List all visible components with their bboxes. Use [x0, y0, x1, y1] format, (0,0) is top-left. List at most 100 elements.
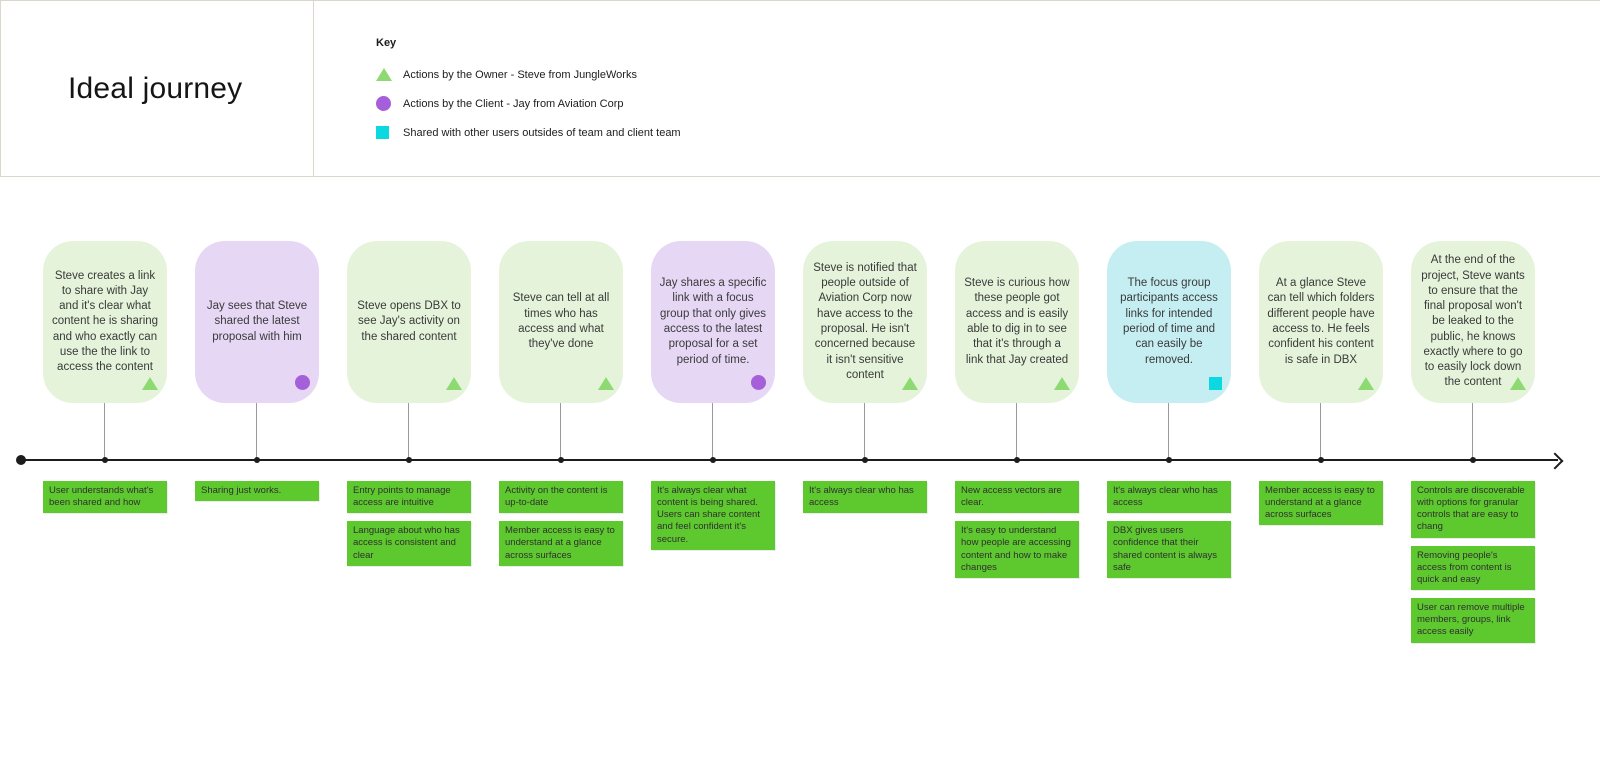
header: Ideal journey Key Actions by the Owner -…: [0, 0, 1600, 177]
sticky-note[interactable]: New access vectors are clear.: [955, 481, 1079, 514]
timeline-arrow[interactable]: [21, 459, 1558, 461]
circle-icon: [376, 96, 391, 111]
sticky-note[interactable]: It's always clear who has access: [1107, 481, 1231, 514]
circle-icon: [295, 375, 310, 390]
journey-card-text: Steve opens DBX to see Jay's activity on…: [357, 300, 461, 343]
frame-title-box: Ideal journey: [0, 1, 314, 177]
sticky-note[interactable]: It's always clear what content is being …: [651, 481, 775, 550]
sticky-notes: It's always clear who has access DBX giv…: [1107, 481, 1231, 578]
connector-line: [560, 403, 561, 460]
sticky-note[interactable]: Member access is easy to understand at a…: [499, 521, 623, 566]
journey-column: Steve can tell at all times who has acce…: [499, 0, 623, 760]
connector-line: [1168, 403, 1169, 460]
connector-line: [1472, 403, 1473, 460]
timeline-node-dot: [1470, 457, 1476, 463]
sticky-notes: Sharing just works.: [195, 481, 319, 502]
journey-card-text: Jay sees that Steve shared the latest pr…: [206, 300, 308, 343]
journey-card[interactable]: Steve is notified that people outside of…: [803, 241, 927, 403]
connector-line: [408, 403, 409, 460]
journey-card-text: Steve creates a link to share with Jay a…: [51, 269, 159, 374]
arrow-head-icon: [1546, 452, 1564, 470]
triangle-icon: [142, 377, 158, 390]
connector-line: [864, 403, 865, 460]
sticky-note[interactable]: DBX gives users confidence that their sh…: [1107, 521, 1231, 578]
page-title: Ideal journey: [68, 72, 243, 105]
journey-card[interactable]: Jay sees that Steve shared the latest pr…: [195, 241, 319, 403]
circle-icon: [751, 375, 766, 390]
sticky-note[interactable]: It's always clear who has access: [803, 481, 927, 514]
journey-card-text: Steve can tell at all times who has acce…: [512, 292, 610, 351]
legend-icon-box: [376, 126, 403, 139]
legend-item-label: Shared with other users outsides of team…: [403, 126, 681, 139]
sticky-notes: Member access is easy to understand at a…: [1259, 481, 1383, 526]
triangle-icon: [1358, 377, 1374, 390]
journey-card[interactable]: Steve can tell at all times who has acce…: [499, 241, 623, 403]
sticky-note[interactable]: User understands what's been shared and …: [43, 481, 167, 514]
sticky-note[interactable]: Sharing just works.: [195, 481, 319, 502]
sticky-notes: It's always clear who has access: [803, 481, 927, 514]
legend-list: Actions by the Owner - Steve from Jungle…: [376, 60, 681, 147]
journey-card-text: The focus group participants access link…: [1120, 277, 1218, 366]
journey-card-text: Steve is curious how these people got ac…: [964, 277, 1070, 366]
sticky-notes: Activity on the content is up-to-date Me…: [499, 481, 623, 566]
journey-card[interactable]: Steve is curious how these people got ac…: [955, 241, 1079, 403]
journey-card[interactable]: Jay shares a specific link with a focus …: [651, 241, 775, 403]
timeline-node-dot: [102, 457, 108, 463]
triangle-icon: [1510, 377, 1526, 390]
timeline-node-dot: [254, 457, 260, 463]
journey-card-text: Jay shares a specific link with a focus …: [659, 277, 767, 366]
triangle-icon: [446, 377, 462, 390]
journey-card[interactable]: At the end of the project, Steve wants t…: [1411, 241, 1535, 403]
sticky-notes: Entry points to manage access are intuit…: [347, 481, 471, 566]
timeline-node-dot: [1166, 457, 1172, 463]
square-icon: [376, 126, 389, 139]
journey-card[interactable]: The focus group participants access link…: [1107, 241, 1231, 403]
journey-card-text: Steve is notified that people outside of…: [813, 261, 917, 381]
sticky-note[interactable]: User can remove multiple members, groups…: [1411, 598, 1535, 643]
journey-card[interactable]: Steve opens DBX to see Jay's activity on…: [347, 241, 471, 403]
sticky-note[interactable]: Entry points to manage access are intuit…: [347, 481, 471, 514]
sticky-note[interactable]: Language about who has access is consist…: [347, 521, 471, 566]
journey-column: Steve is notified that people outside of…: [803, 0, 927, 760]
journey-column: Steve creates a link to share with Jay a…: [43, 0, 167, 760]
legend-icon-box: [376, 68, 403, 81]
legend-item-label: Actions by the Owner - Steve from Jungle…: [403, 68, 637, 81]
square-icon: [1209, 377, 1222, 390]
legend: Key Actions by the Owner - Steve from Ju…: [376, 37, 681, 147]
sticky-notes: It's always clear what content is being …: [651, 481, 775, 550]
sticky-note[interactable]: It's easy to understand how people are a…: [955, 521, 1079, 578]
legend-heading: Key: [376, 37, 397, 49]
journey-card[interactable]: At a glance Steve can tell which folders…: [1259, 241, 1383, 403]
legend-item-shared: Shared with other users outsides of team…: [376, 118, 681, 147]
timeline-node-dot: [558, 457, 564, 463]
journey-card-text: At the end of the project, Steve wants t…: [1421, 254, 1525, 389]
legend-item-client: Actions by the Client - Jay from Aviatio…: [376, 89, 681, 118]
connector-line: [1016, 403, 1017, 460]
journey-column: At the end of the project, Steve wants t…: [1411, 0, 1535, 760]
sticky-notes: User understands what's been shared and …: [43, 481, 167, 514]
connector-line: [712, 403, 713, 460]
sticky-note[interactable]: Controls are discoverable with options f…: [1411, 481, 1535, 538]
journey-column: Jay sees that Steve shared the latest pr…: [195, 0, 319, 760]
journey-column: At a glance Steve can tell which folders…: [1259, 0, 1383, 760]
triangle-icon: [598, 377, 614, 390]
sticky-note[interactable]: Removing people's access from content is…: [1411, 545, 1535, 591]
timeline-node-dot: [1318, 457, 1324, 463]
journey-card-text: At a glance Steve can tell which folders…: [1267, 277, 1375, 366]
connector-line: [256, 403, 257, 460]
journey-card[interactable]: Steve creates a link to share with Jay a…: [43, 241, 167, 403]
sticky-note[interactable]: Activity on the content is up-to-date: [499, 481, 623, 514]
connector-line: [1320, 403, 1321, 460]
sticky-notes: Controls are discoverable with options f…: [1411, 481, 1535, 643]
journey-column: The focus group participants access link…: [1107, 0, 1231, 760]
legend-item-label: Actions by the Client - Jay from Aviatio…: [403, 97, 624, 110]
timeline-node-dot: [862, 457, 868, 463]
timeline-node-dot: [406, 457, 412, 463]
legend-item-owner: Actions by the Owner - Steve from Jungle…: [376, 60, 681, 89]
journey-column: Steve is curious how these people got ac…: [955, 0, 1079, 760]
triangle-icon: [376, 68, 392, 81]
legend-icon-box: [376, 96, 403, 111]
sticky-notes: New access vectors are clear. It's easy …: [955, 481, 1079, 578]
sticky-note[interactable]: Member access is easy to understand at a…: [1259, 481, 1383, 526]
